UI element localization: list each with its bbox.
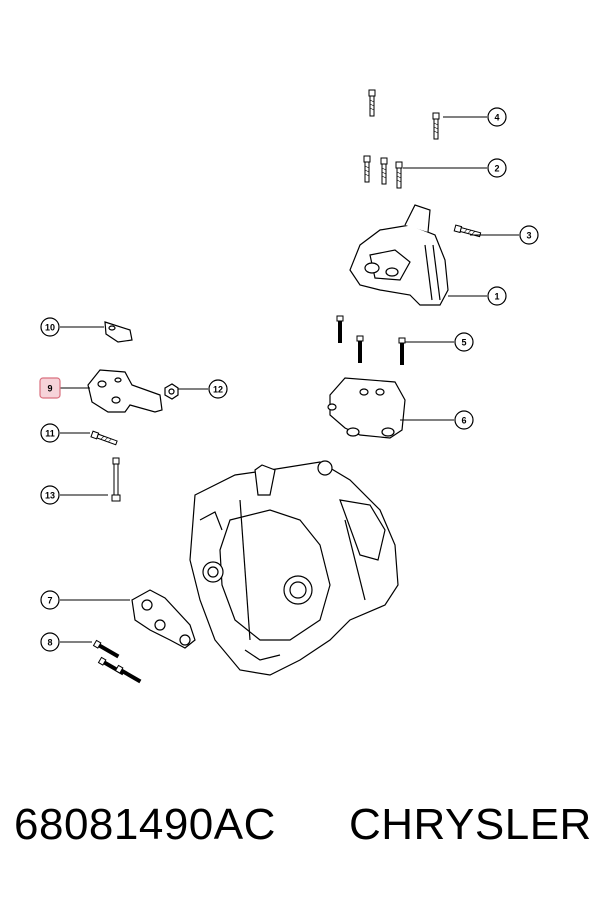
callout-7[interactable]: 7	[40, 590, 60, 610]
callout-3[interactable]: 3	[519, 225, 539, 245]
bracket-part-6	[327, 377, 406, 439]
callout-5[interactable]: 5	[454, 332, 474, 352]
bolt-part-4	[432, 112, 440, 140]
bolt-part-13	[111, 457, 121, 502]
bolt-part-11	[90, 430, 118, 447]
callout-4-label: 4	[494, 113, 499, 123]
callout-11-label: 11	[45, 429, 55, 439]
callout-12[interactable]: 12	[208, 379, 228, 399]
callout-9-highlight	[39, 377, 61, 399]
callout-1-label: 1	[494, 292, 499, 302]
clip-part-10	[104, 321, 133, 343]
callout-8[interactable]: 8	[40, 632, 60, 652]
callout-11[interactable]: 11	[40, 423, 60, 443]
callout-9-label: 9	[47, 384, 52, 394]
callout-13-label: 13	[45, 491, 55, 501]
callout-2[interactable]: 2	[487, 158, 507, 178]
callout-6[interactable]: 6	[454, 410, 474, 430]
mount-part-9	[87, 369, 163, 413]
callout-6-label: 6	[461, 416, 466, 426]
parts-diagram: 1 2 3 4 5 6 7 8 9 10 11 12	[39, 89, 539, 685]
callout-3-label: 3	[526, 231, 531, 241]
bolt-part-3	[453, 224, 482, 239]
callout-12-label: 12	[213, 385, 223, 395]
bolts-part-2	[363, 155, 403, 189]
callout-8-label: 8	[47, 638, 52, 648]
bolts-part-5	[336, 315, 406, 366]
callout-4[interactable]: 4	[487, 107, 507, 127]
bolts-part-8	[93, 639, 143, 685]
transmission	[189, 460, 399, 676]
callout-1[interactable]: 1	[487, 286, 507, 306]
engine-mount-part-1	[349, 204, 449, 306]
callout-7-label: 7	[47, 596, 52, 606]
brand-name: CHRYSLER	[349, 800, 592, 849]
callout-10-label: 10	[45, 323, 55, 333]
nut-part-12	[164, 383, 179, 400]
callout-5-label: 5	[461, 338, 466, 348]
callout-10[interactable]: 10	[40, 317, 60, 337]
callout-9[interactable]: 9	[39, 377, 61, 399]
bracket-part-7	[131, 589, 196, 649]
leader-lines	[60, 116, 519, 643]
callout-2-label: 2	[494, 164, 499, 174]
bolt-part-top	[368, 89, 376, 117]
callout-13[interactable]: 13	[40, 485, 60, 505]
part-number: 68081490AC	[14, 800, 276, 849]
